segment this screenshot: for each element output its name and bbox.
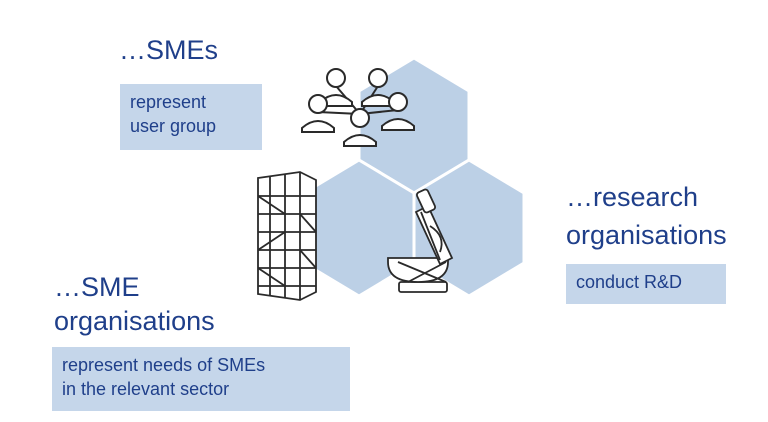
sme-organisations-description: represent needs of SMEs in the relevant … [52, 347, 350, 411]
microscope-icon [387, 188, 454, 293]
smes-description: represent user group [120, 84, 262, 150]
building-frame-icon [257, 171, 317, 301]
sme-organisations-heading-line1: …SME [54, 272, 140, 302]
smes-heading: …SMEs [119, 35, 219, 65]
research-organisations-heading-line1: …research [566, 182, 699, 212]
sme-organisations-heading-line2: organisations [54, 306, 215, 336]
smes-description-line1: represent [130, 92, 207, 112]
research-organisations-heading-line2: organisations [566, 220, 727, 250]
smes-description-line2: user group [130, 116, 217, 136]
sme-organisations-description-line2: in the relevant sector [62, 379, 230, 399]
people-network-icon [301, 68, 415, 147]
research-organisations-description: conduct R&D [566, 264, 726, 304]
sme-organisations-description-line1: represent needs of SMEs [62, 355, 266, 375]
